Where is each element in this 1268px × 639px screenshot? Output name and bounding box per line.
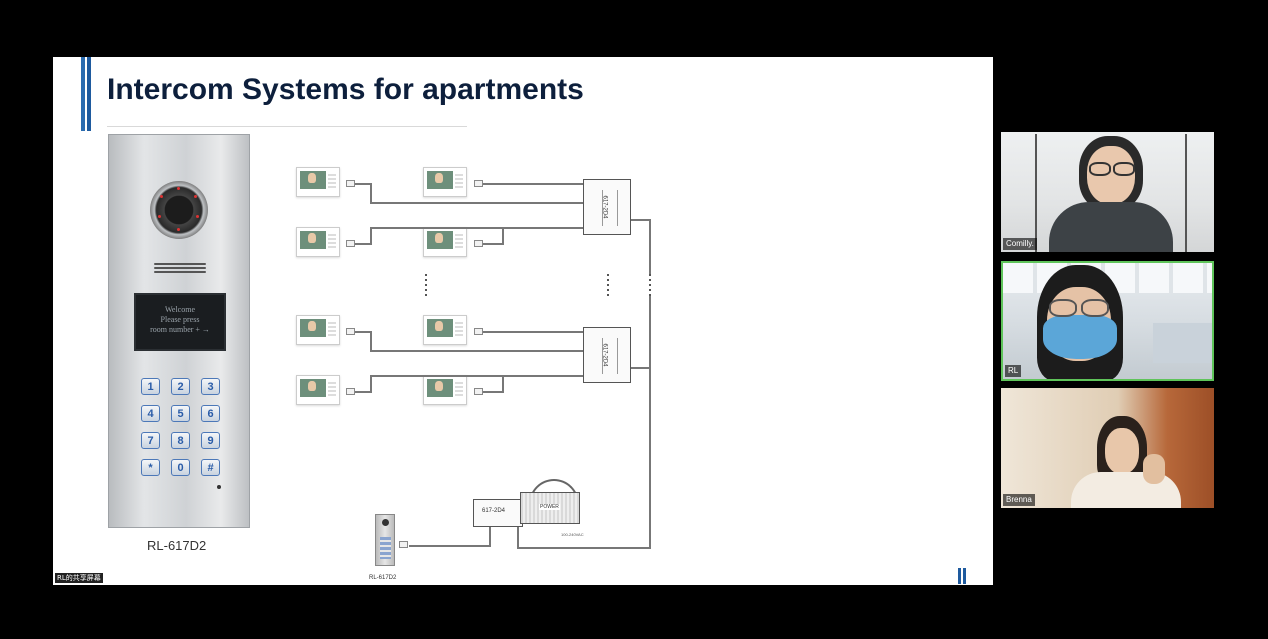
glasses-icon bbox=[1089, 162, 1111, 176]
face-mask bbox=[1043, 315, 1117, 359]
camera-lens-icon bbox=[150, 181, 208, 239]
indoor-monitor bbox=[296, 227, 340, 257]
participant-video-tile[interactable]: Brenna bbox=[1001, 388, 1214, 508]
participant-name: Comilly. bbox=[1003, 238, 1037, 250]
power-supply: POWER bbox=[520, 492, 580, 524]
power-supply-label: POWER bbox=[539, 504, 560, 510]
participant-hand bbox=[1143, 454, 1165, 484]
keypad-key: 9 bbox=[201, 432, 220, 449]
lcd-line: Please press bbox=[160, 315, 200, 324]
participant-shoulders bbox=[1049, 202, 1173, 252]
distributor-label: 617-2D4 bbox=[482, 508, 506, 514]
keypad-key: 6 bbox=[201, 405, 220, 422]
outdoor-station-label: RL-617D2 bbox=[369, 575, 397, 581]
distributor-box: 617-2D4 bbox=[473, 499, 523, 527]
extension-box: 617-2D4 bbox=[583, 179, 631, 235]
keypad: 1 2 3 4 5 6 7 8 9 * 0 # bbox=[139, 378, 223, 498]
keypad-key: 7 bbox=[141, 432, 160, 449]
background-frame bbox=[1035, 134, 1037, 252]
screen-share-label: RL的共享屏幕 bbox=[55, 573, 103, 583]
outdoor-station bbox=[375, 514, 395, 566]
keypad-key: # bbox=[201, 459, 220, 476]
background-equipment bbox=[1153, 323, 1212, 363]
lcd-line: Welcome bbox=[164, 305, 195, 314]
lcd-line: room number + → bbox=[150, 325, 210, 334]
extension-box-label: 617-2D4 bbox=[601, 343, 608, 367]
shared-slide: Intercom Systems for apartments Welcome … bbox=[53, 57, 993, 585]
power-supply-note: 100-240VAC bbox=[561, 532, 584, 537]
glasses-icon bbox=[1113, 162, 1135, 176]
indoor-monitor bbox=[296, 315, 340, 345]
speaker-grille bbox=[154, 263, 206, 275]
indoor-monitor bbox=[423, 315, 467, 345]
lcd-display: Welcome Please press room number + → bbox=[134, 293, 226, 351]
participant-video-tile-active[interactable]: RL bbox=[1001, 261, 1214, 381]
keypad-key: 3 bbox=[201, 378, 220, 395]
indoor-monitor bbox=[423, 227, 467, 257]
extension-box: 617-2D4 bbox=[583, 327, 631, 383]
glasses-icon bbox=[1049, 299, 1077, 317]
panel-model-label: RL-617D2 bbox=[147, 538, 207, 553]
keypad-key: 4 bbox=[141, 405, 160, 422]
background-frame bbox=[1185, 134, 1187, 252]
door-station-panel: Welcome Please press room number + → 1 2… bbox=[108, 134, 250, 528]
indoor-monitor bbox=[296, 375, 340, 405]
keypad-key: 0 bbox=[171, 459, 190, 476]
keypad-key: 2 bbox=[171, 378, 190, 395]
participant-video-tile[interactable]: Comilly. bbox=[1001, 132, 1214, 252]
title-accent-bar bbox=[81, 57, 91, 131]
keypad-key: 8 bbox=[171, 432, 190, 449]
wiring-diagram: 617-2D4 617-2D4 617-2D4 POWER 100-240VAC… bbox=[291, 157, 651, 581]
participant-name: RL bbox=[1005, 365, 1022, 377]
microphone-hole bbox=[217, 485, 221, 489]
keypad-key: * bbox=[141, 459, 160, 476]
slide-title: Intercom Systems for apartments bbox=[107, 73, 584, 106]
participant-face bbox=[1105, 428, 1139, 474]
extension-box-label: 617-2D4 bbox=[601, 195, 608, 219]
indoor-monitor bbox=[296, 167, 340, 197]
glasses-icon bbox=[1081, 299, 1109, 317]
indoor-monitor bbox=[423, 167, 467, 197]
keypad-key: 1 bbox=[141, 378, 160, 395]
title-divider bbox=[107, 126, 467, 127]
participant-name: Brenna bbox=[1003, 494, 1035, 506]
indoor-monitor bbox=[423, 375, 467, 405]
keypad-key: 5 bbox=[171, 405, 190, 422]
participant-shoulders bbox=[1071, 472, 1181, 508]
slide-corner-marker bbox=[958, 568, 968, 584]
